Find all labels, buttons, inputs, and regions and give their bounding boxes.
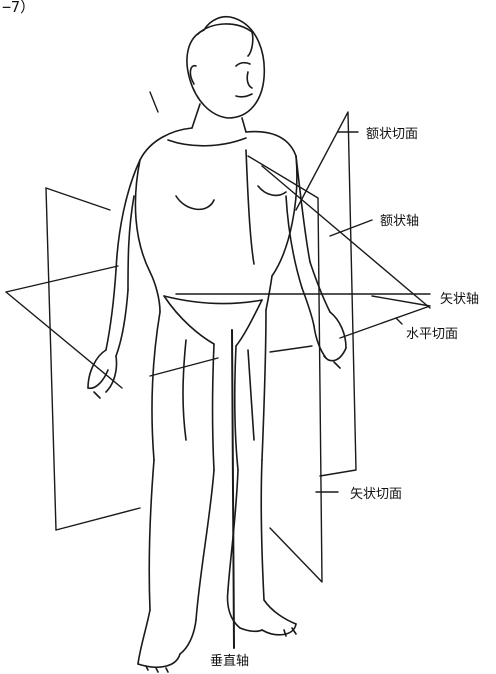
human-figure	[88, 17, 346, 672]
horizontal-plane-outline	[6, 266, 430, 388]
vertical-axis-line	[232, 330, 234, 648]
sagittal-plane-label: 矢状切面	[350, 483, 402, 502]
vertical-axis-label: 垂直轴	[210, 650, 249, 669]
coronal-axis-label: 额状轴	[380, 210, 419, 229]
coronal-plane-outline	[46, 112, 356, 530]
coronal-plane-label: 额状切面	[366, 123, 418, 142]
sagittal-axis-label: 矢状轴	[440, 288, 479, 307]
horizontal-plane-leader	[396, 318, 402, 324]
coronal-axis-line	[262, 166, 430, 308]
horizontal-plane-label: 水平切面	[406, 323, 458, 342]
